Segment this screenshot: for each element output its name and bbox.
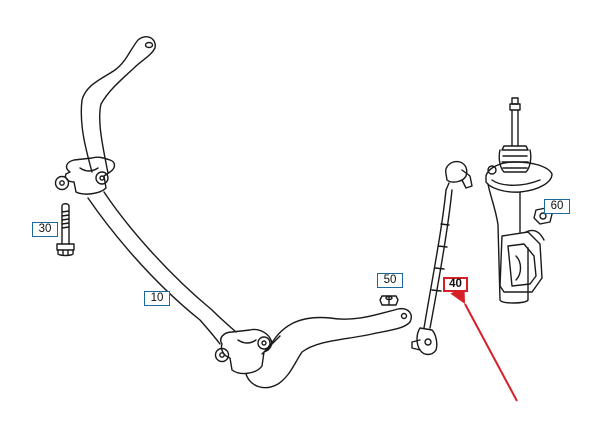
upper-bushing-clamp[interactable] — [54, 156, 116, 195]
lower-bushing-clamp[interactable] — [214, 328, 273, 375]
red-arrow-icon — [450, 286, 518, 402]
callout-10[interactable]: 10 — [144, 291, 170, 306]
stabilizer-bar[interactable] — [80, 36, 412, 389]
nut[interactable] — [379, 295, 399, 306]
callout-50[interactable]: 50 — [377, 273, 403, 288]
bolt[interactable] — [56, 203, 75, 257]
callout-40-selected[interactable]: 40 — [443, 277, 468, 292]
callout-30[interactable]: 30 — [32, 222, 58, 237]
callout-60[interactable]: 60 — [544, 199, 570, 214]
stabilizer-link[interactable] — [411, 160, 473, 356]
shock-absorber[interactable] — [485, 97, 553, 304]
